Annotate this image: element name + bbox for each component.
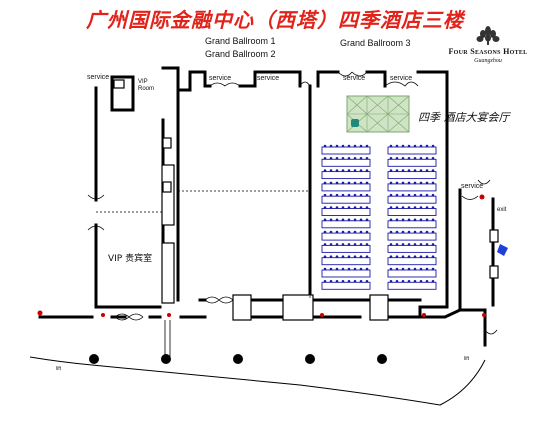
banquet-table-row [321, 169, 371, 180]
ballroom-2-label: Grand Ballroom 2 [205, 49, 276, 59]
service-label-3: service [257, 75, 280, 82]
lift-label-1: lift [56, 366, 61, 372]
banquet-table-row [321, 243, 371, 253]
service-label-1: service [87, 74, 110, 81]
hotel-logo: Four Seasons Hotel Guangzhou [438, 24, 538, 72]
floor-plan-title: 广州国际金融中心（西塔）四季酒店三楼 [86, 8, 464, 32]
banquet-table-row [387, 157, 437, 167]
banquet-table-row [387, 193, 437, 204]
support-pillars [89, 354, 387, 364]
banquet-table-row [387, 267, 437, 278]
service-label-5: service [390, 75, 413, 82]
fire-extinguisher-icon [497, 244, 508, 256]
banquet-table-row [387, 169, 437, 180]
service-label-4: service [343, 75, 366, 82]
banquet-table-row [387, 206, 437, 216]
banquet-table-row [321, 206, 371, 216]
stage-area [346, 95, 410, 133]
stair-rails [164, 320, 171, 360]
door-swings [87, 71, 498, 335]
banquet-table-row [321, 193, 371, 204]
exterior-curve [29, 356, 486, 406]
banquet-table-row [387, 144, 437, 155]
banquet-table-row [387, 255, 437, 266]
banquet-table-row [321, 181, 371, 192]
banquet-table-row [321, 144, 371, 155]
banquet-table-row [387, 280, 437, 290]
service-label-2: service [209, 75, 232, 82]
banquet-table-row [387, 243, 437, 253]
hotel-city: Guangzhou [474, 58, 502, 64]
vip-room-label: VIP Room [138, 79, 155, 92]
banquet-table-row [321, 267, 371, 278]
structural-columns [113, 79, 499, 321]
tree-logo-icon [476, 26, 500, 45]
hotel-name: Four Seasons Hotel [448, 47, 528, 56]
service-label-6: service [461, 183, 484, 190]
banquet-table-row [387, 181, 437, 192]
lift-label-2: lift [464, 356, 469, 362]
banquet-table-row [321, 280, 371, 290]
banquet-tables [321, 144, 437, 290]
exit-label: exit [497, 207, 507, 213]
banquet-table-row [321, 255, 371, 266]
banquet-table-row [321, 230, 371, 241]
banquet-table-row [321, 157, 371, 167]
banquet-table-row [387, 230, 437, 241]
ballroom-1-label: Grand Ballroom 1 [205, 36, 276, 46]
banquet-table-row [321, 218, 371, 229]
marker-dots [37, 194, 486, 317]
vip-lounge-label: VIP 贵宾室 [108, 254, 153, 264]
ballroom-3-label: Grand Ballroom 3 [340, 38, 411, 48]
partition-lines [96, 96, 311, 300]
walls [38, 66, 495, 347]
banquet-hall-label: 四季 酒店大宴会厅 [418, 111, 510, 124]
banquet-table-row [387, 218, 437, 229]
